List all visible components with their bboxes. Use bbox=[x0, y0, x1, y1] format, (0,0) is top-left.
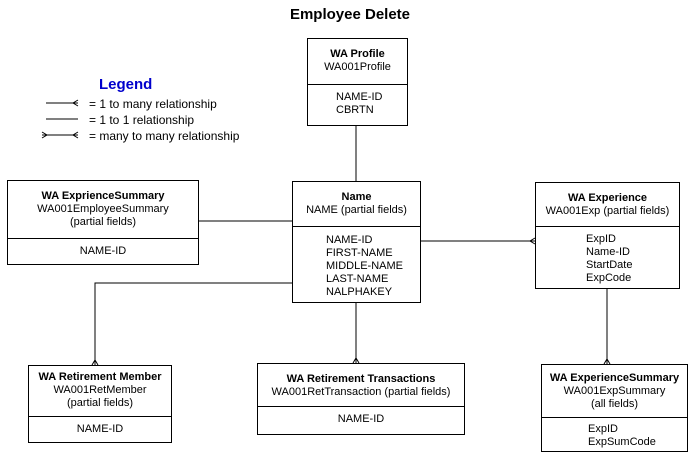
field: FIRST-NAME bbox=[326, 247, 393, 259]
entity-fields: NAME-ID FIRST-NAME MIDDLE-NAME LAST-NAME… bbox=[326, 234, 403, 299]
link-name-experience bbox=[421, 237, 536, 245]
field: NAME-ID bbox=[336, 91, 383, 103]
link-name-rettrans bbox=[352, 303, 360, 364]
entity-table: WA001RetTransaction (partial fields) bbox=[271, 386, 451, 398]
entity-fields: ExpID Name-ID StartDate ExpCode bbox=[586, 233, 632, 285]
entity-note: (all fields) bbox=[590, 398, 639, 410]
entity-wa-experience-summary[interactable]: WA ExperienceSummary WA001ExpSummary (al… bbox=[541, 364, 688, 452]
entity-divider bbox=[29, 416, 171, 417]
entity-divider bbox=[293, 226, 420, 227]
entity-wa-profile[interactable]: WA Profile WA001Profile NAME-ID CBRTN bbox=[307, 38, 408, 126]
field: NALPHAKEY bbox=[326, 286, 393, 298]
entity-table: WA001RetMember bbox=[53, 384, 147, 396]
field: NAME-ID bbox=[326, 234, 373, 246]
field: NAME-ID bbox=[76, 423, 124, 435]
entity-name: WA Retirement Member bbox=[38, 371, 162, 383]
entity-name: WA ExperienceSummary bbox=[549, 372, 680, 384]
legend-title: Legend bbox=[99, 76, 153, 93]
entity-fields: NAME-ID bbox=[8, 245, 198, 258]
legend-label-many-to-many: = many to many relationship bbox=[89, 129, 240, 143]
field: StartDate bbox=[586, 259, 633, 271]
entity-name: WA Retirement Transactions bbox=[286, 373, 436, 385]
legend-label-one-to-many: = 1 to many relationship bbox=[89, 97, 217, 111]
diagram-title: Employee Delete bbox=[289, 6, 411, 23]
field: MIDDLE-NAME bbox=[326, 260, 404, 272]
entity-name: Name bbox=[341, 191, 372, 203]
entity-name: WA Experience bbox=[567, 192, 648, 204]
entity-table: WA001ExpSummary bbox=[563, 385, 666, 397]
entity-name: WA ExprienceSummary bbox=[41, 190, 165, 202]
entity-divider bbox=[308, 84, 407, 85]
entity-note: (partial fields) bbox=[66, 397, 134, 409]
entity-wa-retirement-member[interactable]: WA Retirement Member WA001RetMember (par… bbox=[28, 365, 172, 443]
field: CBRTN bbox=[336, 104, 374, 116]
field: ExpCode bbox=[586, 272, 632, 284]
legend-symbol-many-to-many bbox=[41, 131, 79, 139]
field: ExpID bbox=[586, 233, 616, 245]
field: Name-ID bbox=[586, 246, 631, 258]
link-experience-expsummary bbox=[603, 289, 611, 365]
entity-table: WA001Profile bbox=[324, 61, 391, 73]
legend-label-one-to-one: = 1 to 1 relationship bbox=[89, 113, 195, 127]
legend-symbol-one-to-many bbox=[46, 99, 79, 107]
entity-table: WA001Exp (partial fields) bbox=[545, 205, 670, 217]
entity-divider bbox=[536, 226, 679, 227]
entity-note: (partial fields) bbox=[69, 216, 137, 228]
field: NAME-ID bbox=[79, 245, 127, 257]
entity-fields: ExpID ExpSumCode bbox=[588, 423, 656, 449]
entity-fields: NAME-ID bbox=[29, 423, 171, 436]
entity-divider bbox=[258, 406, 464, 407]
entity-wa-experience[interactable]: WA Experience WA001Exp (partial fields) … bbox=[535, 182, 680, 289]
entity-fields: NAME-ID bbox=[258, 413, 464, 426]
entity-name: WA Profile bbox=[330, 48, 385, 60]
field: ExpSumCode bbox=[588, 436, 656, 448]
entity-table: WA001EmployeeSummary bbox=[37, 203, 169, 215]
link-name-retmember bbox=[91, 282, 292, 366]
entity-fields: NAME-ID CBRTN bbox=[336, 91, 382, 117]
entity-name-table[interactable]: Name NAME (partial fields) NAME-ID FIRST… bbox=[292, 181, 421, 303]
entity-wa-retirement-transactions[interactable]: WA Retirement Transactions WA001RetTrans… bbox=[257, 363, 465, 435]
field: NAME-ID bbox=[337, 413, 385, 425]
entity-table: NAME (partial fields) bbox=[306, 204, 407, 216]
entity-divider bbox=[542, 417, 687, 418]
field: ExpID bbox=[588, 423, 618, 435]
field: LAST-NAME bbox=[326, 273, 389, 285]
entity-wa-exprience-summary[interactable]: WA ExprienceSummary WA001EmployeeSummary… bbox=[7, 180, 199, 265]
entity-divider bbox=[8, 238, 198, 239]
